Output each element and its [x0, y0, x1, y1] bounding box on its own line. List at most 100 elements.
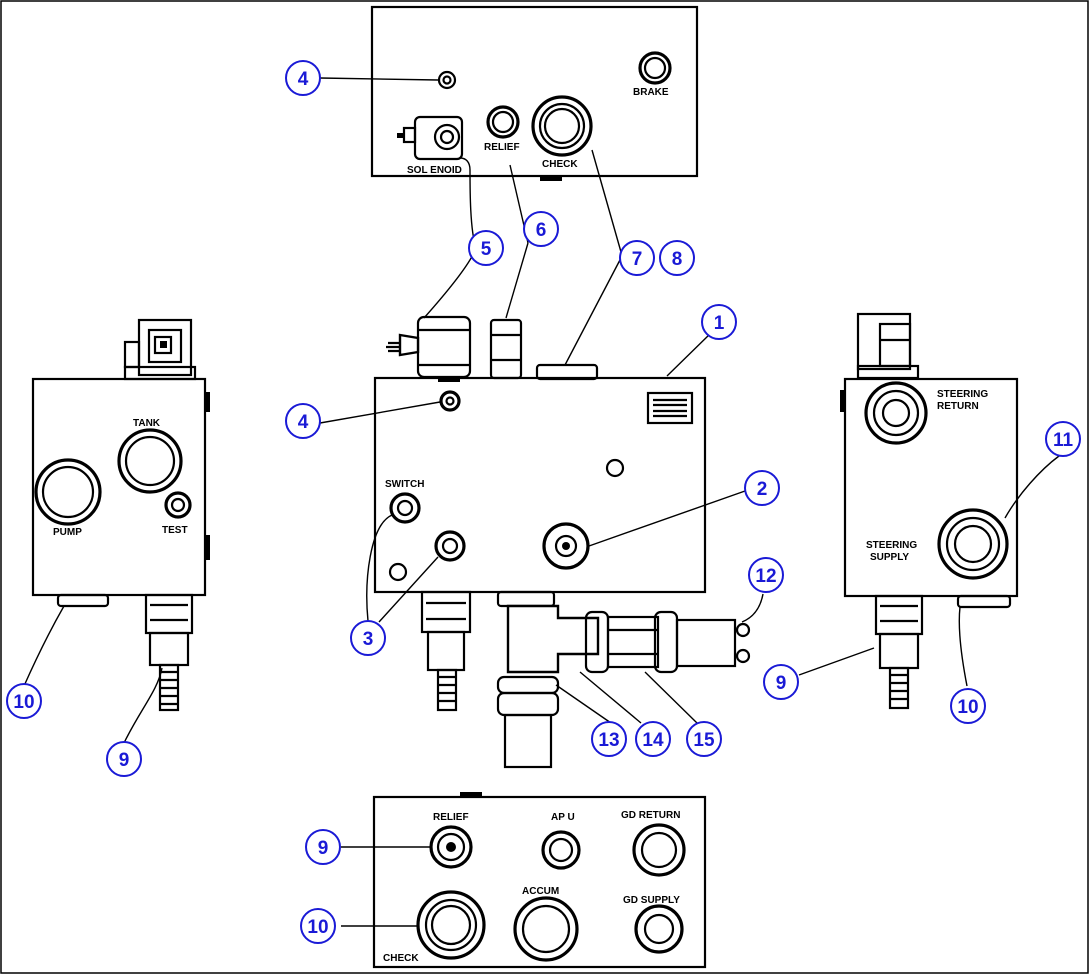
- main-port-4: [439, 390, 461, 412]
- svg-text:15: 15: [693, 730, 715, 751]
- right-view-body: [843, 377, 1019, 598]
- svg-text:2: 2: [757, 479, 768, 500]
- right-fitting-9: [874, 594, 924, 636]
- steering-return-label-2: RETURN: [937, 401, 979, 412]
- callout-9-bottom: 9: [305, 829, 341, 865]
- fitting-13: [496, 675, 560, 695]
- callout-2: 2: [744, 470, 780, 506]
- apu-port: [541, 830, 581, 870]
- top-view: BRAKE RELIEF CHECK SOL ENOID: [370, 5, 699, 181]
- test-label: TEST: [162, 525, 188, 536]
- leader-lines: [23, 77, 1060, 927]
- right-plug-10: [956, 594, 1012, 609]
- svg-text:4: 4: [298, 69, 309, 90]
- hose-13: [503, 713, 553, 769]
- switch-label: SWITCH: [385, 479, 424, 490]
- left-stem: [148, 631, 190, 667]
- svg-text:9: 9: [776, 673, 787, 694]
- bottom-view: RELIEF AP U GD RETURN ACCUM GD SUPPLY CH…: [372, 792, 707, 969]
- tube-12: [675, 618, 737, 668]
- svg-text:10: 10: [13, 692, 34, 713]
- left-plug-10: [56, 593, 110, 608]
- switch-port: [389, 492, 421, 524]
- svg-text:9: 9: [119, 750, 130, 771]
- right-solenoid: [856, 312, 912, 371]
- callout-9-left: 9: [106, 741, 142, 777]
- left-view: TANK PUMP TEST: [31, 318, 210, 712]
- gd-supply-port: [634, 904, 684, 954]
- svg-text:3: 3: [363, 629, 374, 650]
- pump-port: [34, 458, 102, 526]
- tee-nut: [496, 590, 556, 608]
- top-view-foot: [540, 176, 562, 181]
- main-port-3: [434, 530, 466, 562]
- svg-text:5: 5: [481, 239, 492, 260]
- callout-1: 1: [701, 304, 737, 340]
- callout-11: 11: [1045, 421, 1081, 457]
- svg-text:12: 12: [755, 566, 776, 587]
- steering-return-label-1: STEERING: [937, 389, 988, 400]
- callout-15: 15: [686, 721, 722, 757]
- gd-supply-label: GD SUPPLY: [623, 895, 680, 906]
- svg-text:8: 8: [672, 249, 683, 270]
- steering-supply-label-1: STEERING: [866, 540, 917, 551]
- callout-7: 7: [619, 240, 655, 276]
- callout-6: 6: [523, 211, 559, 247]
- callout-10-bottom: 10: [300, 908, 336, 944]
- callout-4-main: 4: [285, 403, 321, 439]
- steering-supply-port: [937, 508, 1009, 580]
- solenoid-label: SOL ENOID: [407, 165, 462, 176]
- main-hole-1: [605, 458, 625, 478]
- svg-text:4: 4: [298, 412, 309, 433]
- accum-label: ACCUM: [522, 886, 559, 897]
- left-fitting-9: [144, 593, 194, 635]
- callouts: 4 5 6 7 8 1 4 2: [6, 60, 1081, 944]
- left-view-body: [31, 377, 207, 597]
- main-view: SWITCH: [373, 315, 751, 769]
- svg-text:9: 9: [318, 838, 329, 859]
- svg-text:7: 7: [632, 249, 643, 270]
- svg-text:6: 6: [536, 220, 547, 241]
- accum-port: [513, 896, 579, 962]
- bottom-view-body: [372, 795, 707, 969]
- apu-label: AP U: [551, 812, 575, 823]
- bottom-check-port: [416, 890, 486, 960]
- callout-3: 3: [350, 620, 386, 656]
- main-solenoid: [416, 315, 472, 379]
- main-hole-2: [388, 562, 408, 582]
- svg-text:1: 1: [714, 313, 725, 334]
- svg-text:13: 13: [598, 730, 619, 751]
- relief-bottom-label: RELIEF: [433, 812, 469, 823]
- nameplate: [646, 391, 694, 425]
- brake-label: BRAKE: [633, 87, 669, 98]
- gd-return-label: GD RETURN: [621, 810, 680, 821]
- callout-14: 14: [635, 721, 671, 757]
- tank-port: [117, 428, 183, 494]
- main-fitting-9: [420, 590, 472, 634]
- tank-label: TANK: [133, 418, 161, 429]
- callout-13: 13: [591, 721, 627, 757]
- svg-text:14: 14: [642, 730, 664, 751]
- relief-top-label: RELIEF: [484, 142, 520, 153]
- tee-fitting: [506, 604, 600, 674]
- check-top-label: CHECK: [542, 159, 578, 170]
- callout-9-right: 9: [763, 664, 799, 700]
- svg-text:11: 11: [1053, 430, 1074, 451]
- check-port-top: [531, 95, 593, 157]
- solenoid-top: [413, 115, 464, 161]
- callout-8: 8: [659, 240, 695, 276]
- hex-15: [606, 615, 660, 669]
- callout-10-right: 10: [950, 688, 986, 724]
- check-bottom-label: CHECK: [383, 953, 419, 964]
- main-relief: [489, 318, 523, 380]
- callout-12: 12: [748, 557, 784, 593]
- svg-text:10: 10: [957, 697, 978, 718]
- main-check-plug: [535, 363, 599, 381]
- pump-label: PUMP: [53, 527, 82, 538]
- callout-4-top: 4: [285, 60, 321, 96]
- callout-5: 5: [468, 230, 504, 266]
- svg-text:10: 10: [307, 917, 328, 938]
- top-port-4: [437, 70, 457, 90]
